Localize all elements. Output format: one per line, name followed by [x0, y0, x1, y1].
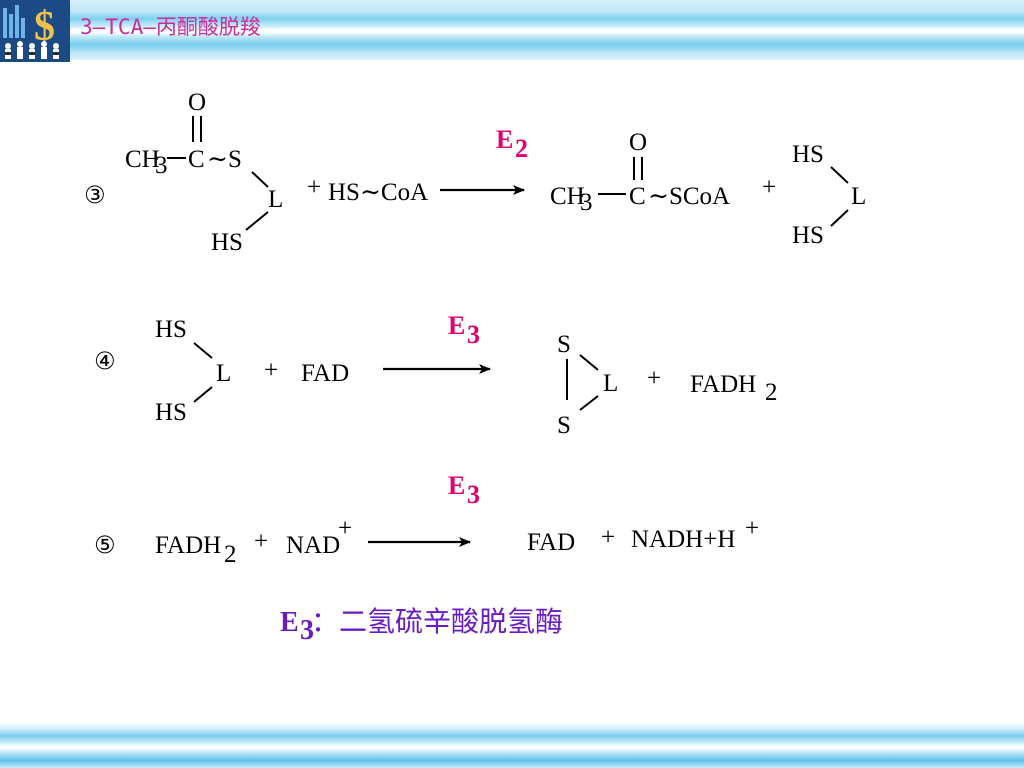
plus-sign: + — [254, 528, 268, 555]
reaction-5: ⑤ FADH 2 + NAD + E 3 FAD + NADH+H + — [94, 471, 759, 568]
bond-l-hs — [245, 211, 269, 231]
note-text: ：二氢硫辛酸脱氢酶 — [311, 606, 563, 638]
product-s-top: S — [557, 331, 571, 358]
reactant-thioester: ∼S — [207, 146, 242, 173]
note-enzyme: E — [280, 607, 299, 638]
nadh-plus-h: NADH+H — [631, 526, 735, 553]
reactant-ch: CH — [125, 146, 160, 173]
title-bar-divider — [0, 60, 1024, 62]
reaction-5-number: ⑤ — [94, 531, 116, 559]
reaction-3: ③ O CH 3 C ∼S L HS + HS∼CoA E 2 O CH 3 C… — [84, 89, 866, 256]
reactant-ch-subscript: 3 — [155, 152, 168, 179]
bond-hs-l — [830, 166, 849, 184]
enzyme-note: E 3 ：二氢硫辛酸脱氢酶 — [280, 606, 563, 646]
bond-s-l — [579, 354, 599, 371]
fad: FAD — [527, 529, 575, 556]
reactant-hs: HS — [211, 229, 243, 256]
logo-icon: $ — [0, 0, 70, 62]
fad: FAD — [301, 360, 349, 387]
title-bar — [0, 0, 1024, 62]
product-lipoyl: L — [603, 370, 618, 397]
plus-sign: + — [307, 174, 321, 201]
product-s-bottom: S — [557, 412, 571, 439]
fadh: FADH — [690, 371, 756, 398]
fadh: FADH — [155, 532, 221, 559]
reaction-3-number: ③ — [84, 181, 106, 209]
reaction-4: ④ HS L HS + FAD E 3 S L S + FADH 2 — [94, 311, 778, 439]
svg-text:$: $ — [34, 4, 55, 50]
plus-sign: + — [762, 174, 776, 201]
acetyl-coa-tail: ∼SCoA — [648, 183, 730, 210]
enzyme-label: E — [448, 471, 465, 500]
reactant-hs-top: HS — [155, 316, 187, 343]
product-ch: CH — [550, 183, 585, 210]
bond-s-l — [251, 171, 269, 188]
enzyme-subscript: 3 — [467, 320, 480, 349]
product-ch-subscript: 3 — [580, 189, 593, 216]
nad: NAD — [286, 532, 340, 559]
bond-l-s — [579, 395, 599, 411]
product-lipoyl: L — [851, 183, 866, 210]
reactant-carbon: C — [188, 146, 205, 173]
fadh-subscript: 2 — [224, 541, 237, 568]
product-hs-bottom: HS — [792, 222, 824, 249]
product-carbon: C — [629, 183, 646, 210]
enzyme-label: E — [496, 125, 513, 154]
reactant-lipoyl: L — [268, 186, 283, 213]
plus-sign: + — [647, 365, 661, 392]
footer-bar — [0, 722, 1024, 768]
nad-superscript: + — [338, 515, 352, 542]
coenzyme-a: HS∼CoA — [328, 179, 428, 206]
enzyme-label: E — [448, 311, 465, 340]
reaction-4-number: ④ — [94, 347, 116, 375]
enzyme-subscript: 3 — [467, 480, 480, 509]
bond-l-hs — [193, 386, 213, 403]
reactant-oxygen: O — [188, 89, 206, 116]
reactant-lipoyl: L — [216, 360, 231, 387]
product-oxygen: O — [629, 129, 647, 156]
product-hs-top: HS — [792, 141, 824, 168]
enzyme-subscript: 2 — [515, 134, 528, 163]
bond-hs-l — [193, 342, 213, 359]
slide-title: 3—TCA—丙酮酸脱羧 — [80, 15, 261, 39]
plus-sign: + — [264, 357, 278, 384]
fadh-subscript: 2 — [765, 379, 778, 406]
reactant-hs-bottom: HS — [155, 399, 187, 426]
plus-sign: + — [601, 524, 615, 551]
note-enzyme-subscript: 3 — [300, 615, 314, 646]
nadh-superscript: + — [745, 515, 759, 542]
bond-l-hs — [830, 209, 849, 227]
